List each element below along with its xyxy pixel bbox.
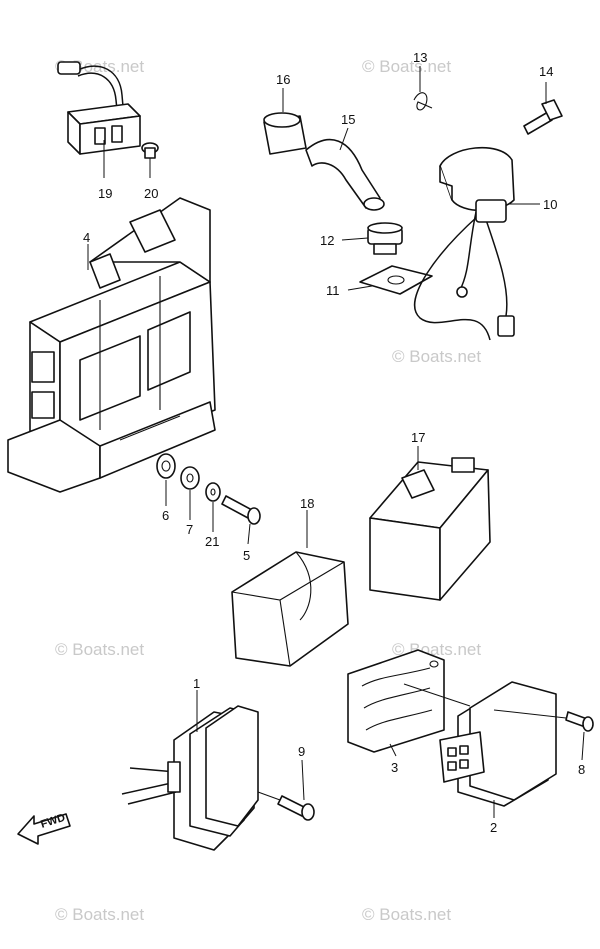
watermark: © Boats.net [362,905,451,924]
callout-17: 17 [411,430,425,445]
part-10-ignition-coil[interactable] [413,146,515,341]
callout-18: 18 [300,496,314,511]
callout-15: 15 [341,112,355,127]
part-17-cdi-unit[interactable] [369,457,491,601]
part-5-bolt[interactable] [221,495,261,525]
callout-11: 11 [326,283,340,298]
callout-7: 7 [186,522,193,537]
part-12-damper[interactable] [367,222,403,255]
part-14-bolt[interactable] [523,99,563,135]
part-21-washer[interactable] [205,482,221,502]
fwd-arrow-icon: FWD [17,812,71,845]
part-19-relay[interactable] [57,61,141,155]
callout-14: 14 [539,64,553,79]
watermark: © Boats.net [55,905,144,924]
part-9-bolt[interactable] [277,795,315,821]
callout-16: 16 [276,72,290,87]
watermark: © Boats.net [362,57,451,76]
callout-2: 2 [490,820,497,835]
part-8-bolt[interactable] [565,711,594,732]
part-6-grommet[interactable] [156,453,176,479]
callout-3: 3 [391,760,398,775]
part-18-cushion[interactable] [231,551,349,667]
callout-9: 9 [298,744,305,759]
callout-21: 21 [205,534,219,549]
part-7-collar[interactable] [180,466,200,490]
callout-1: 1 [193,676,200,691]
part-1-rectifier[interactable] [121,705,259,851]
callout-20: 20 [144,186,158,201]
callout-8: 8 [578,762,585,777]
callout-13: 13 [413,50,427,65]
watermark: © Boats.net [55,640,144,659]
part-16-cap[interactable] [263,112,307,155]
callouts: 19 20 4 16 15 13 14 10 12 11 17 18 6 7 2… [83,50,585,835]
part-20-screw[interactable] [141,142,159,159]
part-4-electric-box[interactable] [7,197,216,493]
part-2-regulator[interactable] [439,681,557,807]
watermark: © Boats.net [392,347,481,366]
callout-4: 4 [83,230,90,245]
callout-10: 10 [543,197,557,212]
leader-lines [87,66,585,818]
callout-12: 12 [320,233,334,248]
callout-19: 19 [98,186,112,201]
callout-6: 6 [162,508,169,523]
part-15-boot[interactable] [305,138,385,211]
callout-5: 5 [243,548,250,563]
part-11-cushion[interactable] [359,265,433,295]
part-13-clip[interactable] [413,92,433,111]
part-3-bracket[interactable] [347,649,445,753]
